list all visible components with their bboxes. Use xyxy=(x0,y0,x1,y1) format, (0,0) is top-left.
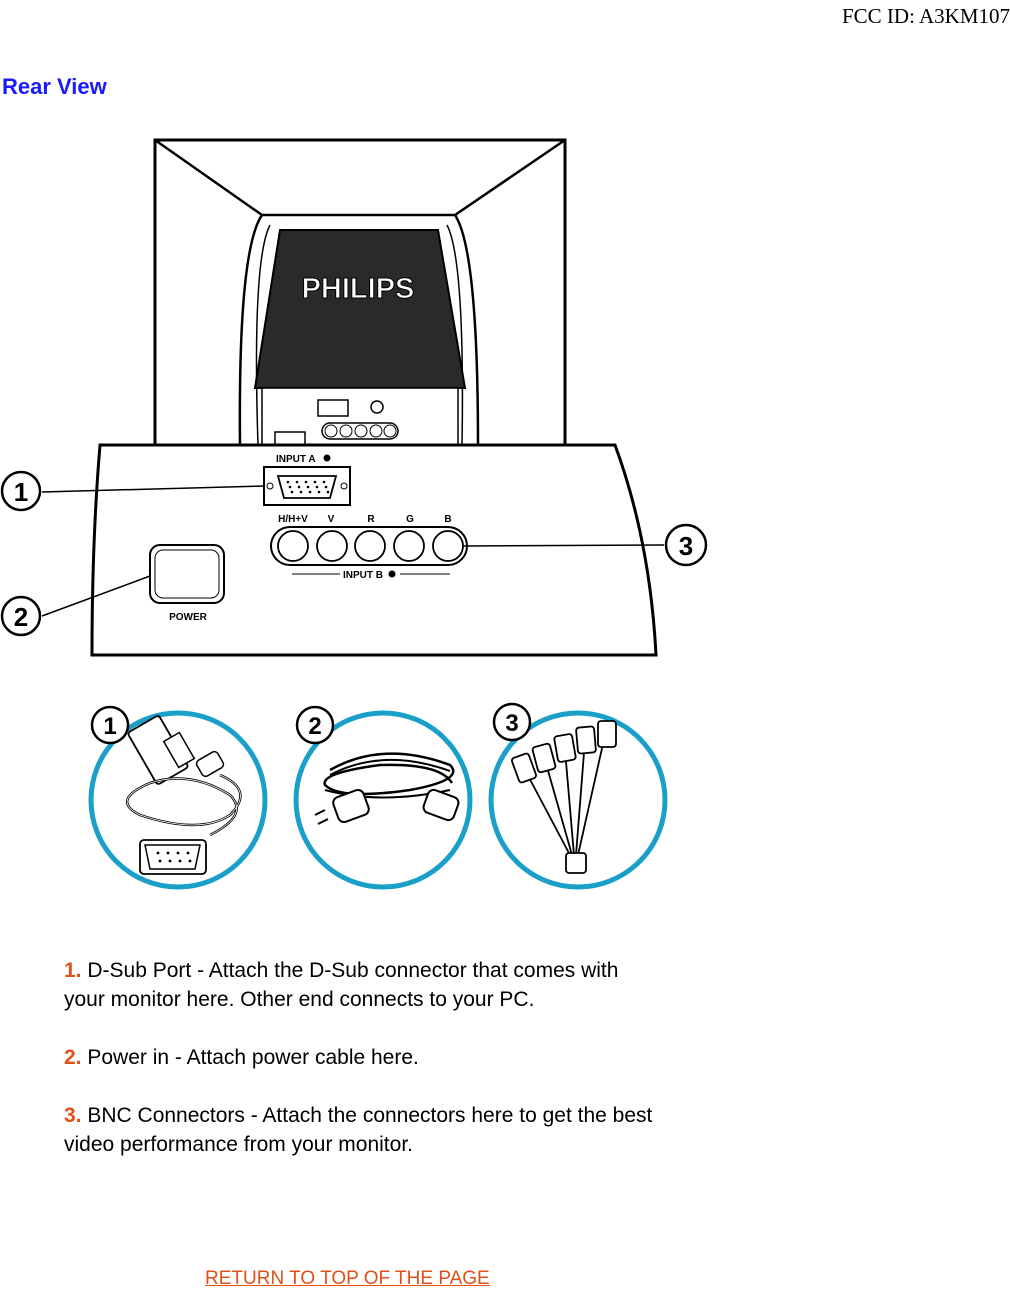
bnc-label-b: B xyxy=(444,514,451,525)
svg-text:1: 1 xyxy=(14,477,28,507)
rear-panel xyxy=(253,229,467,389)
power-cable-illustration: 2 xyxy=(293,705,473,890)
input-b-label: INPUT B xyxy=(343,570,383,581)
svg-text:2: 2 xyxy=(308,713,321,740)
power-socket xyxy=(149,544,225,604)
brand-logo: PHILIPS xyxy=(302,273,415,305)
dsub-port xyxy=(263,466,351,506)
callout-1: 1 xyxy=(0,470,42,512)
accessories-illustration: 1 2 3 xyxy=(88,702,668,890)
description-text: Power in - Attach power cable here. xyxy=(87,1046,419,1069)
dsub-cable-illustration: 1 xyxy=(88,705,268,890)
fcc-id: FCC ID: A3KM107 xyxy=(841,4,1010,28)
power-label: POWER xyxy=(169,612,208,623)
description-item: 1. D-Sub Port - Attach the D-Sub connect… xyxy=(64,956,664,1014)
description-text: BNC Connectors - Attach the connectors h… xyxy=(64,1104,653,1156)
bnc-label-v: V xyxy=(328,514,335,525)
description-list: 1. D-Sub Port - Attach the D-Sub connect… xyxy=(64,956,664,1188)
callout-3: 3 xyxy=(664,523,708,567)
monitor-rear-illustration: PHILIPS INPUT A H/H+V V R G B INPUT B PO… xyxy=(0,138,708,657)
description-number: 1. xyxy=(64,959,82,982)
bnc-label-r: R xyxy=(367,514,375,525)
description-item: 3. BNC Connectors - Attach the connector… xyxy=(64,1101,664,1159)
description-number: 3. xyxy=(64,1104,82,1127)
description-number: 2. xyxy=(64,1046,82,1069)
svg-text:3: 3 xyxy=(679,531,693,561)
bnc-label-g: G xyxy=(406,514,414,525)
description-text: D-Sub Port - Attach the D-Sub connector … xyxy=(64,959,619,1011)
svg-text:3: 3 xyxy=(505,710,518,737)
bnc-cable-illustration: 3 xyxy=(488,702,668,890)
input-a-label: INPUT A xyxy=(276,454,316,465)
section-title: Rear View xyxy=(2,74,107,99)
return-to-top-link[interactable]: RETURN TO TOP OF THE PAGE xyxy=(205,1268,490,1289)
callout-2: 2 xyxy=(0,595,42,637)
bnc-label-hhv: H/H+V xyxy=(278,514,308,525)
svg-text:1: 1 xyxy=(103,713,116,740)
svg-text:2: 2 xyxy=(14,602,28,632)
description-item: 2. Power in - Attach power cable here. xyxy=(64,1043,664,1072)
